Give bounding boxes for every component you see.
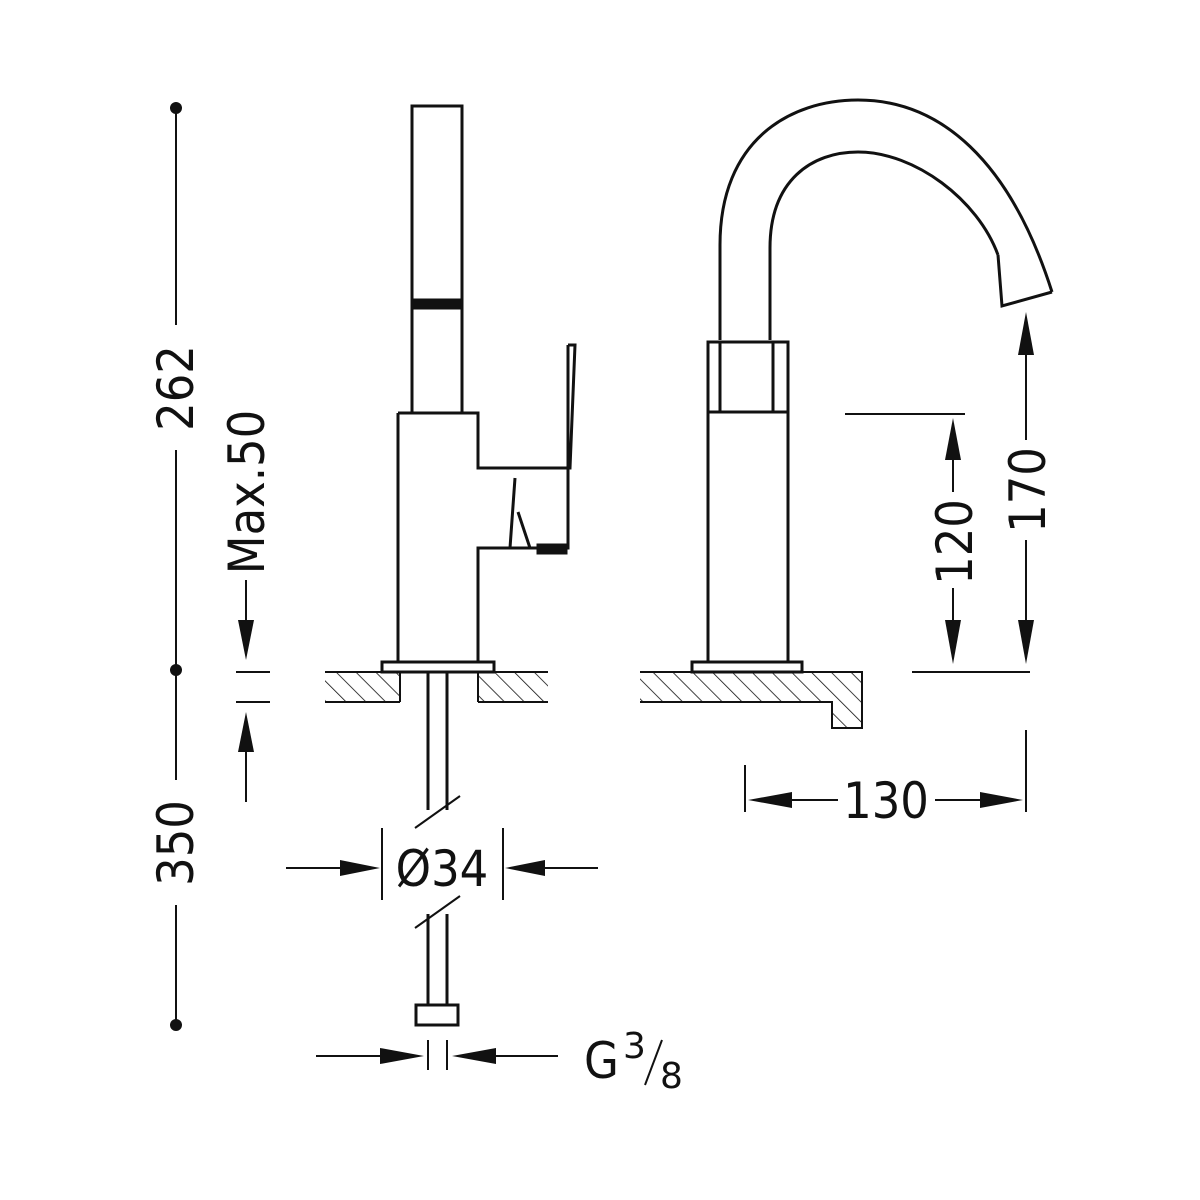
- dim-spout-height: 170: [999, 447, 1057, 533]
- dim-spout-reach: 130: [843, 772, 929, 830]
- dim-total-height: 262: [147, 345, 205, 431]
- faucet-front-view: [325, 104, 577, 1027]
- handle-height-dimension: [845, 413, 1030, 673]
- faucet-side-view: [640, 98, 1054, 729]
- spout-height-dimension: [1018, 312, 1034, 664]
- connection-dimension: [316, 1040, 558, 1070]
- dim-hose-length: 350: [147, 800, 205, 886]
- dim-connection-denominator: 8: [660, 1056, 683, 1097]
- dim-connection-prefix: G: [584, 1032, 619, 1090]
- diameter-dimension: [286, 828, 598, 900]
- dim-max-thickness: Max.50: [218, 410, 276, 575]
- dim-connection-numerator: 3: [623, 1026, 646, 1067]
- dim-handle-height: 120: [926, 499, 984, 585]
- counter-thickness-dimension: [236, 580, 270, 802]
- vertical-dimension-line: [170, 102, 182, 1031]
- dim-base-diameter: Ø34: [396, 840, 489, 898]
- spout-reach-dimension: [744, 730, 1027, 812]
